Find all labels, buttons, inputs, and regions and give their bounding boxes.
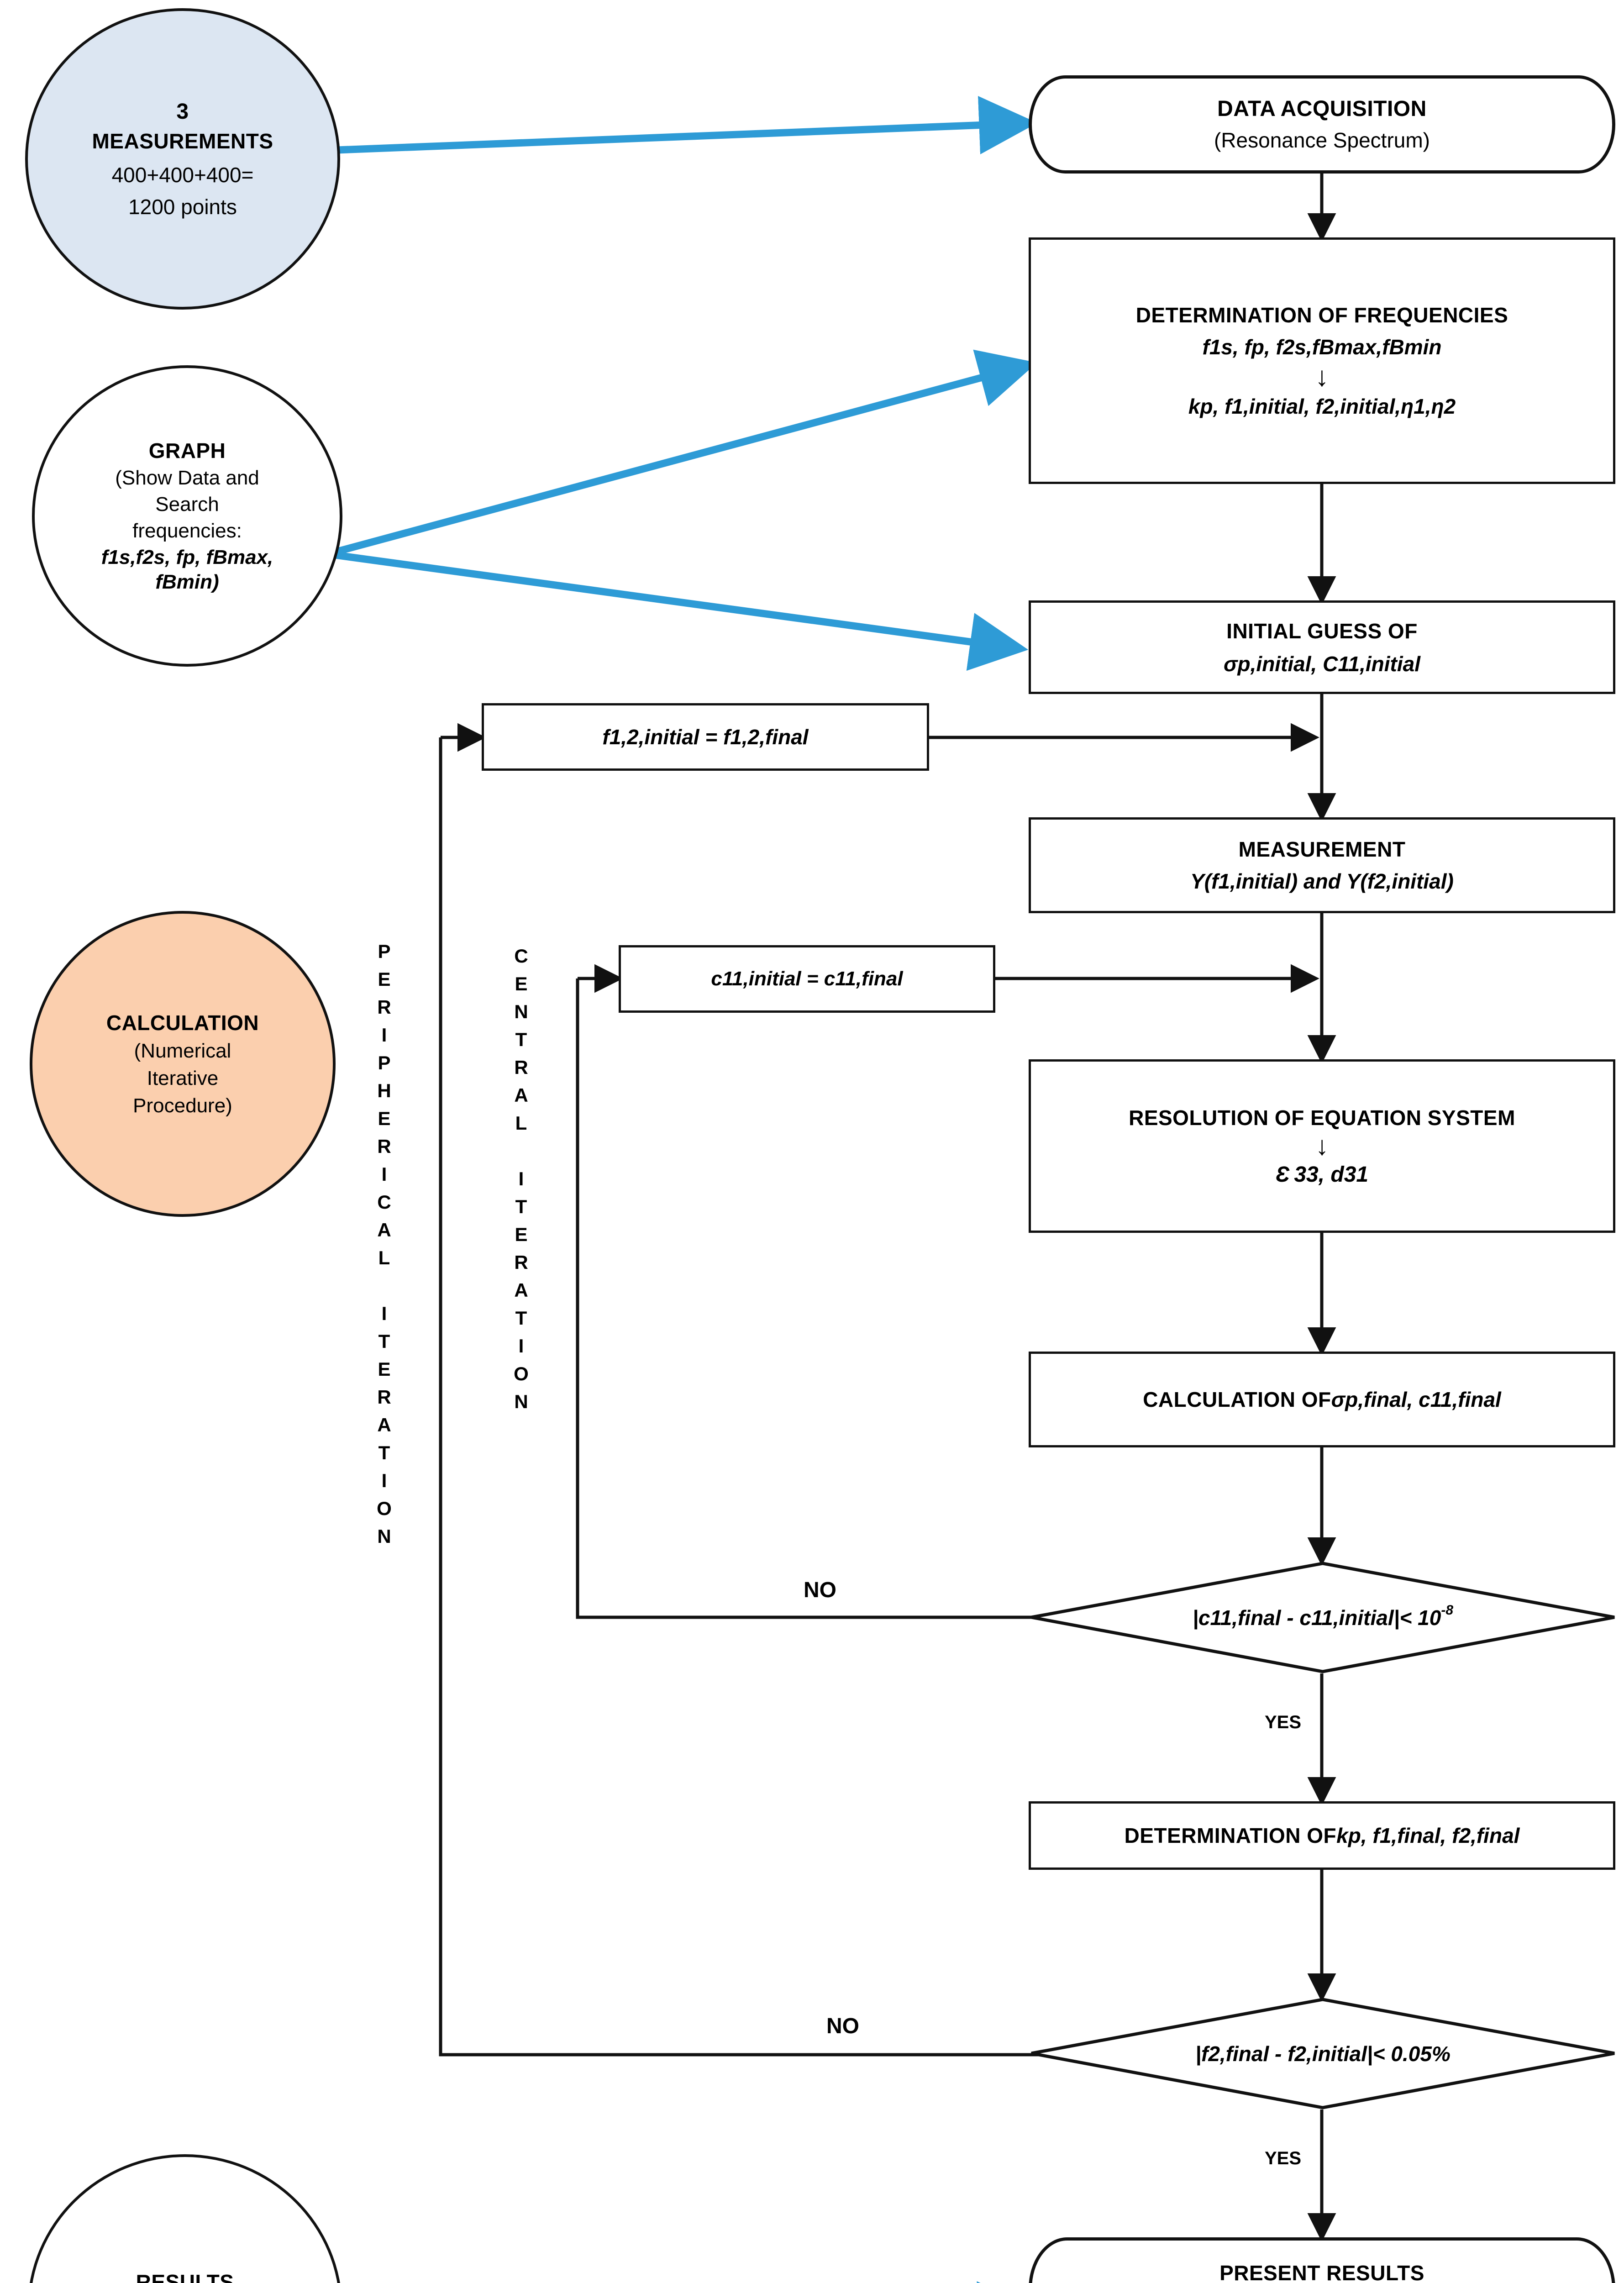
measurement-title: MEASUREMENT: [1238, 837, 1406, 861]
resolution-title: RESOLUTION OF EQUATION SYSTEM: [1129, 1105, 1515, 1130]
data-acquisition-title: DATA ACQUISITION: [1217, 97, 1427, 121]
decision-c11-exponent: -8: [1441, 1602, 1454, 1618]
decision-f2-text: |f2,final - f2,initial|< 0.05%: [1195, 2041, 1451, 2066]
peripherical-iteration-label: PERIPHERICAL ITERATION: [373, 941, 395, 1553]
resolution-outputs: Ɛ 33, d31: [1275, 1162, 1369, 1187]
determination-kp-node[interactable]: DETERMINATION OF kp, f1,final, f2,final: [1029, 1801, 1615, 1870]
calculation-of-vars: σp,final, c11,final: [1331, 1388, 1501, 1411]
results-input-node[interactable]: RESULTS (Show Coefficients): [27, 2154, 342, 2283]
measurement-vars: Y(f1,initial) and Y(f2,initial): [1190, 869, 1454, 893]
data-acquisition-node[interactable]: DATA ACQUISITION (Resonance Spectrum): [1029, 75, 1615, 174]
calculation-line4: Procedure): [133, 1094, 232, 1117]
data-acquisition-subtitle: (Resonance Spectrum): [1214, 128, 1430, 152]
initial-guess-node[interactable]: INITIAL GUESS OF σp,initial, C11,initial: [1029, 600, 1615, 694]
graph-line3: Search: [155, 493, 219, 516]
decision-f2-node[interactable]: |f2,final - f2,initial|< 0.05%: [1030, 1998, 1616, 2109]
down-arrow-icon: ↓: [1315, 1131, 1329, 1161]
decision-c11-text: |c11,final - c11,initial|< 10: [1192, 1605, 1441, 1630]
measurements-input-node[interactable]: 3 MEASUREMENTS 400+400+400= 1200 points: [25, 8, 340, 310]
calculation-of-node[interactable]: CALCULATION OF σp,final, c11,final: [1029, 1352, 1615, 1447]
resolution-equation-system-node[interactable]: RESOLUTION OF EQUATION SYSTEM ↓ Ɛ 33, d3…: [1029, 1059, 1615, 1233]
calculation-title: CALCULATION: [106, 1011, 259, 1035]
graph-line4: frequencies:: [132, 520, 242, 542]
initial-guess-title: INITIAL GUESS OF: [1226, 619, 1418, 643]
determination-kp-vars: kp, f1,final, f2,final: [1336, 1824, 1520, 1847]
results-title: RESULTS: [136, 2270, 234, 2283]
c11-update-node[interactable]: c11,initial = c11,final: [619, 945, 995, 1013]
f12-update-node[interactable]: f1,2,initial = f1,2,final: [482, 703, 929, 771]
determination-frequencies-inputs: f1s, fp, f2s,fBmax,fBmin: [1202, 335, 1442, 359]
graph-title: GRAPH: [148, 439, 226, 463]
present-results-node[interactable]: PRESENT RESULTS (final values): [1029, 2237, 1615, 2283]
edge-label-yes-f2: YES: [1265, 2148, 1302, 2168]
calculation-of-prefix: CALCULATION OF: [1143, 1388, 1331, 1411]
graph-input-node[interactable]: GRAPH (Show Data and Search frequencies:…: [32, 365, 342, 667]
edge-label-yes-c11: YES: [1265, 1712, 1302, 1732]
central-iteration-label: CENTRAL ITERATION: [510, 945, 532, 1419]
measurements-subtitle: MEASUREMENTS: [92, 129, 273, 153]
calculation-line3: Iterative: [147, 1067, 219, 1089]
measurements-line3: 400+400+400=: [111, 163, 254, 187]
determination-frequencies-node[interactable]: DETERMINATION OF FREQUENCIES f1s, fp, f2…: [1029, 237, 1615, 484]
calculation-input-node[interactable]: CALCULATION (Numerical Iterative Procedu…: [30, 911, 336, 1217]
calculation-line2: (Numerical: [134, 1040, 231, 1062]
graph-line6: fBmin): [155, 571, 219, 593]
determination-frequencies-title: DETERMINATION OF FREQUENCIES: [1135, 303, 1508, 327]
edge-label-no-f2: NO: [826, 2014, 859, 2038]
measurements-title: 3: [176, 99, 189, 124]
present-results-title: PRESENT RESULTS: [1219, 2261, 1424, 2283]
down-arrow-icon: ↓: [1315, 361, 1329, 392]
decision-c11-node[interactable]: |c11,final - c11,initial|< 10-8: [1030, 1562, 1616, 1673]
measurements-line4: 1200 points: [128, 195, 237, 219]
f12-update-text: f1,2,initial = f1,2,final: [602, 725, 809, 749]
determination-kp-prefix: DETERMINATION OF: [1124, 1824, 1337, 1847]
measurement-node[interactable]: MEASUREMENT Y(f1,initial) and Y(f2,initi…: [1029, 817, 1615, 913]
graph-line2: (Show Data and: [115, 467, 259, 489]
graph-line5: f1s,f2s, fp, fBmax,: [101, 546, 273, 568]
determination-frequencies-outputs: kp, f1,initial, f2,initial,η1,η2: [1188, 395, 1456, 418]
initial-guess-vars: σp,initial, C11,initial: [1224, 652, 1420, 676]
c11-update-text: c11,initial = c11,final: [711, 968, 903, 990]
edge-label-no-c11: NO: [804, 1578, 836, 1602]
